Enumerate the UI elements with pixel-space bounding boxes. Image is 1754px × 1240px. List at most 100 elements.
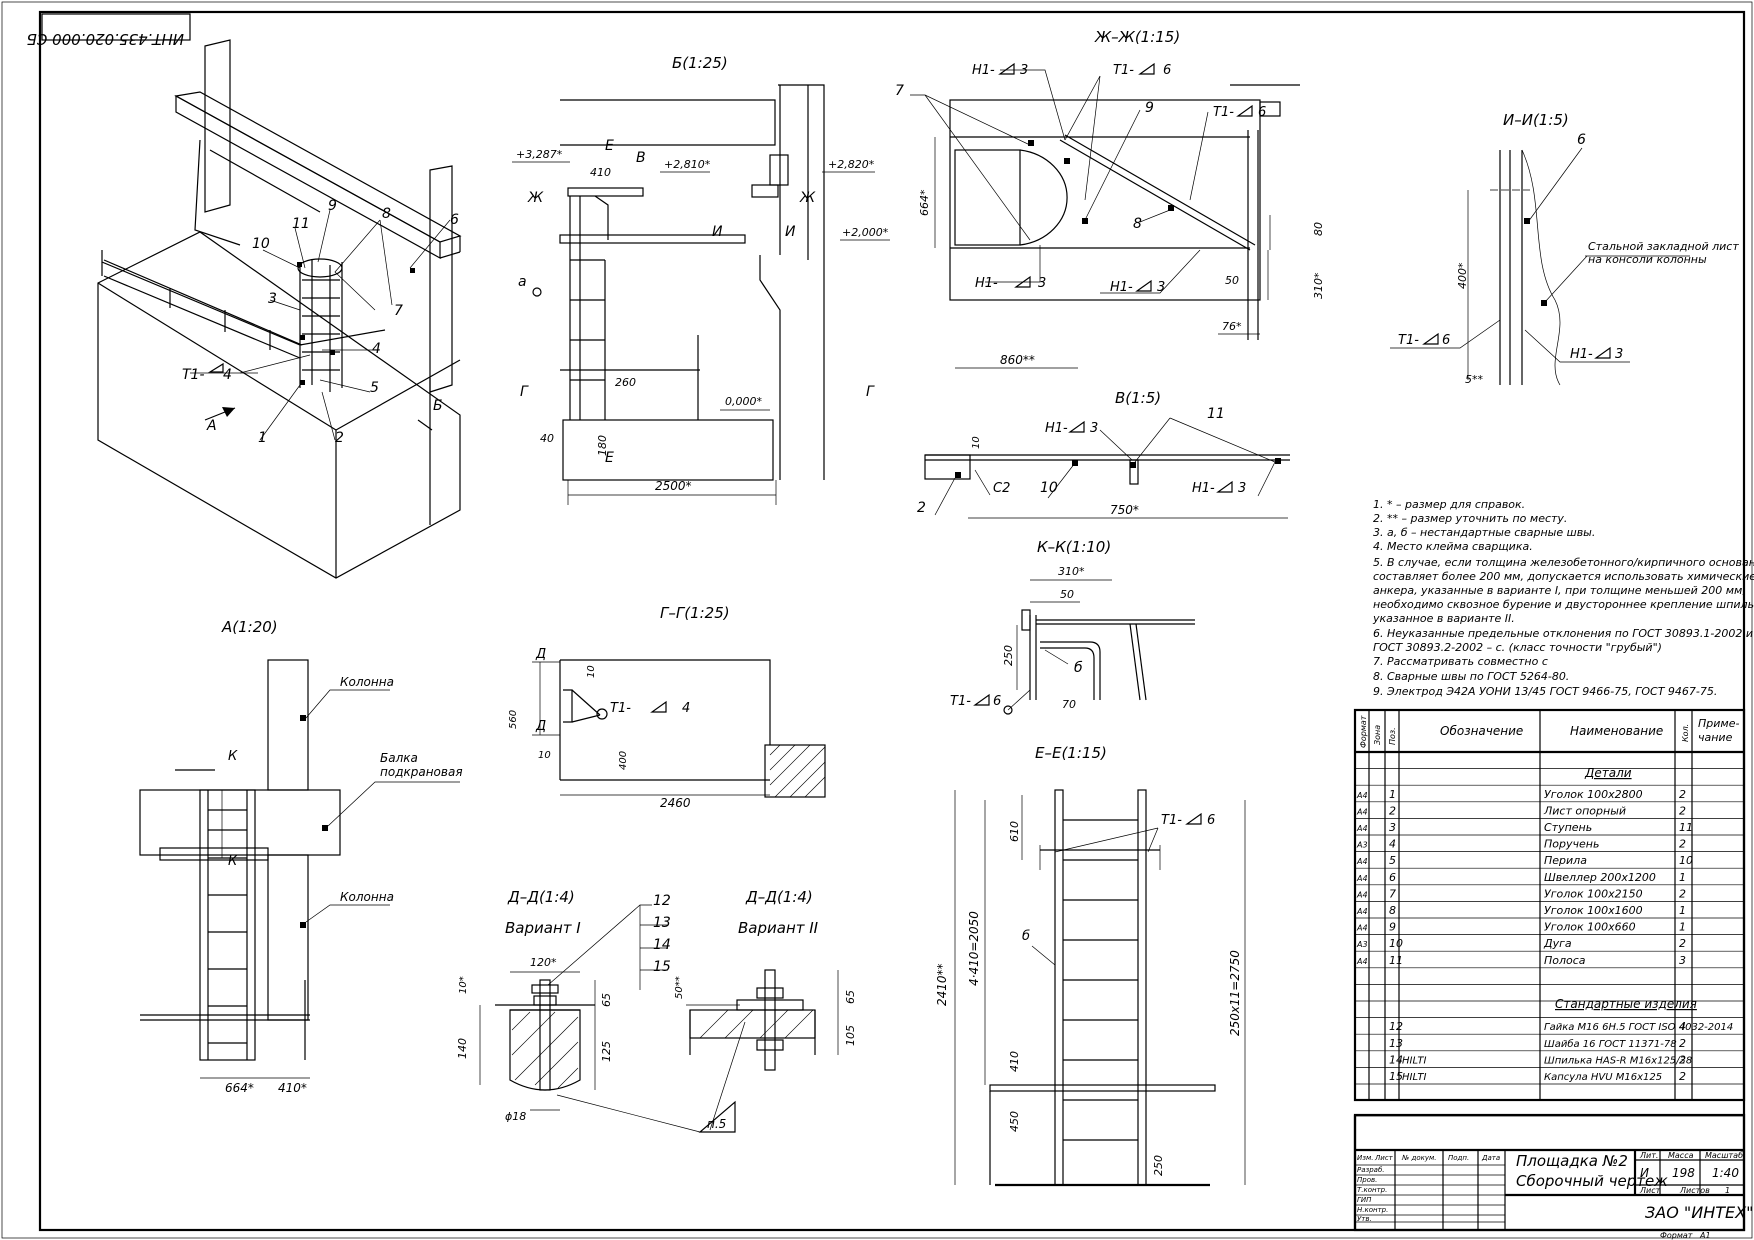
- dd1-dim-18: ϕ18: [505, 1110, 526, 1123]
- spec-row-qty: 10: [1679, 854, 1693, 867]
- dd1-dim-10: 10*: [458, 976, 469, 994]
- b-dim-2500: 2500*: [655, 479, 692, 493]
- spec-row-pos: 4: [1389, 838, 1396, 851]
- b-dim-260: 260: [615, 376, 636, 389]
- spec-row-pos: 6: [1389, 871, 1396, 884]
- spec-head-note-2: чание: [1698, 731, 1733, 744]
- spec-row-format: А4: [1356, 890, 1368, 899]
- spec-row-pos: 13: [1389, 1037, 1403, 1050]
- ee-dim-610: 610: [1008, 821, 1021, 842]
- view-kk: К–К(1:10) 310* 50 250 70 б Т1- 6: [950, 538, 1195, 715]
- iso-weld-size: 4: [223, 367, 232, 383]
- spec-row-name: Шпилька HAS-R M16x125/38: [1544, 1055, 1692, 1066]
- b-section-i: И: [712, 224, 723, 240]
- b-view-b-marker: В: [636, 150, 646, 166]
- note-3: 3. а, б – нестандартные сварные швы.: [1373, 526, 1595, 539]
- tb-mass-value: 198: [1672, 1166, 1695, 1180]
- gg-dim-560: 560: [508, 710, 519, 729]
- spec-row-name: Уголок 100х2800: [1544, 788, 1643, 801]
- zh-callout-8: 8: [1133, 216, 1142, 232]
- zh-dim-80: 80: [1312, 222, 1325, 236]
- spec-row-pos: 3: [1389, 821, 1396, 834]
- v-n1-size-2: 3: [1238, 481, 1246, 496]
- b-section-e-bottom: Е: [605, 450, 614, 466]
- kk-dim-250: 250: [1002, 645, 1015, 666]
- tb-gip: ГИП: [1357, 1196, 1372, 1204]
- gg-t1-label: Т1-: [610, 701, 631, 716]
- note-1: 1. * – размер для справок.: [1373, 498, 1525, 511]
- b-section-g-left: Г: [520, 384, 529, 400]
- view-dd-1: Д–Д(1:4) Вариант I 140 10* 65 125 120* ϕ…: [456, 888, 701, 1133]
- view-gg-title: Г–Г(1:25): [660, 604, 730, 622]
- spec-row-format: А4: [1356, 857, 1368, 866]
- tb-ncontrol: Н.контр.: [1357, 1206, 1388, 1214]
- spec-row-qty: 1: [1679, 904, 1686, 917]
- v-callout-2: 2: [917, 500, 926, 516]
- dd1-callout-15: 15: [653, 959, 671, 975]
- zh-dim-310: 310*: [1312, 272, 1325, 299]
- iso-callout-3: 3: [268, 291, 277, 307]
- tb-role-list: Лист: [1374, 1154, 1394, 1162]
- iso-callout-1: 1: [258, 430, 267, 446]
- spec-section-std: Стандартные изделия: [1555, 997, 1697, 1011]
- spec-row-pos: 9: [1389, 921, 1396, 934]
- tb-company: ЗАО "ИНТЕХ": [1645, 1203, 1753, 1222]
- b-section-zh-left: Ж: [527, 190, 544, 206]
- isometric-view: A Б Т1- 4 1 2 3 4 5 6 7 8 9 10 11: [97, 39, 462, 579]
- b-section-i-right: И: [785, 224, 796, 240]
- zh-n1-size-1: 3: [1020, 63, 1028, 78]
- spec-row-name: Шайба 16 ГОСТ 11371-78: [1544, 1038, 1677, 1050]
- b-section-zh-right: Ж: [799, 190, 816, 206]
- spec-row-name: Лист опорный: [1543, 804, 1626, 817]
- ii-dim-400: 400*: [1456, 262, 1469, 289]
- b-weld-a: а: [518, 274, 527, 290]
- tb-checked: Пров.: [1357, 1176, 1377, 1184]
- kk-t1-label: Т1-: [950, 694, 971, 709]
- technical-notes: 1. * – размер для справок. 2. ** – разме…: [1372, 498, 1754, 698]
- view-a: А(1:20) 664* 410* К К Колонна Балка подк…: [139, 618, 463, 1095]
- view-zh: Ж–Ж(1:15) 7 9 8 Н1- 3 Т1- 6: [895, 28, 1325, 369]
- dd1-dim-125: 125: [600, 1041, 613, 1062]
- spec-row-pos: 15: [1389, 1070, 1403, 1083]
- spec-row-format: А4: [1356, 957, 1368, 966]
- iso-callout-2: 2: [335, 430, 344, 446]
- tb-mass-label: Масса: [1668, 1151, 1694, 1160]
- note-8: 8. Сварные швы по ГОСТ 5264-80.: [1373, 670, 1569, 683]
- view-dd-2: Д–Д(1:4) Вариант II 50** 65 105 п.5: [674, 888, 857, 1133]
- v-dim-10: 10: [971, 436, 982, 449]
- spec-row-qty: 1: [1679, 871, 1686, 884]
- dd1-dim-140: 140: [456, 1038, 469, 1059]
- a-section-k-top: К: [228, 749, 238, 764]
- tb-role-date: Дата: [1481, 1154, 1500, 1162]
- zh-n1-label-2: Н1-: [975, 276, 998, 291]
- spec-row-qty: 2: [1679, 1037, 1686, 1050]
- zh-n1-size-3: 3: [1157, 280, 1165, 295]
- note-5-line1: 5. В случае, если толщина железобетонног…: [1373, 556, 1754, 569]
- note-4: 4. Место клейма сварщика.: [1373, 540, 1533, 553]
- view-kk-title: К–К(1:10): [1037, 538, 1111, 556]
- iso-view-a-label: A: [206, 418, 217, 434]
- zh-t1-size-1: 6: [1163, 63, 1171, 78]
- zh-t1-label-2: Т1-: [1213, 105, 1234, 120]
- spec-row-pos: 2: [1389, 804, 1396, 817]
- spec-row-qty: 2: [1679, 937, 1686, 950]
- inner-frame: [38, 10, 1746, 1232]
- tb-approved: Утв.: [1357, 1215, 1372, 1223]
- spec-row-name: Швеллер 200х1200: [1544, 871, 1656, 884]
- spec-row-designation: HILTI: [1402, 1055, 1426, 1066]
- gg-dim-2460: 2460: [660, 796, 691, 810]
- zh-dim-664: 664*: [918, 189, 931, 216]
- note-6-line1: 6. Неуказанные предельные отклонения по …: [1373, 627, 1753, 640]
- spec-row-pos: 10: [1389, 937, 1403, 950]
- spec-section-parts: Детали: [1584, 766, 1632, 780]
- kk-weld-b: б: [1074, 660, 1083, 676]
- tb-format-label: Формат: [1660, 1231, 1693, 1240]
- spec-row-name: Перила: [1544, 854, 1587, 867]
- iso-callout-11: 11: [292, 216, 310, 232]
- dd1-callout-12: 12: [653, 893, 671, 909]
- v-n1-size-1: 3: [1090, 421, 1098, 436]
- tb-sheets-value: 1: [1725, 1186, 1730, 1195]
- view-b: Б(1:25) +3,287* +2,810* +2,820* +2,000* …: [512, 54, 890, 505]
- v-n1-label-2: Н1-: [1192, 481, 1215, 496]
- tb-role-izm: Изм.: [1357, 1154, 1373, 1162]
